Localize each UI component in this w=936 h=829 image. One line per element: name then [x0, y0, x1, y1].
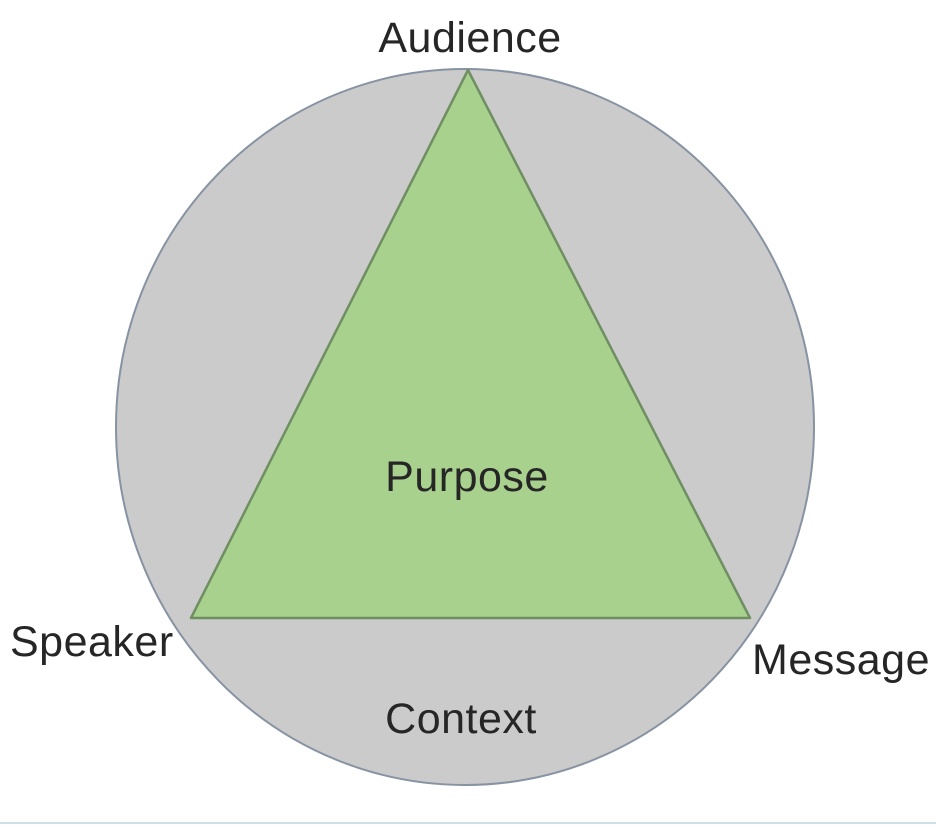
label-audience: Audience [378, 14, 562, 62]
bottom-divider [0, 822, 936, 824]
label-message: Message [752, 636, 930, 684]
purpose-triangle [189, 68, 752, 620]
label-speaker: Speaker [10, 618, 174, 666]
label-purpose: Purpose [385, 453, 549, 501]
label-context: Context [385, 695, 537, 743]
